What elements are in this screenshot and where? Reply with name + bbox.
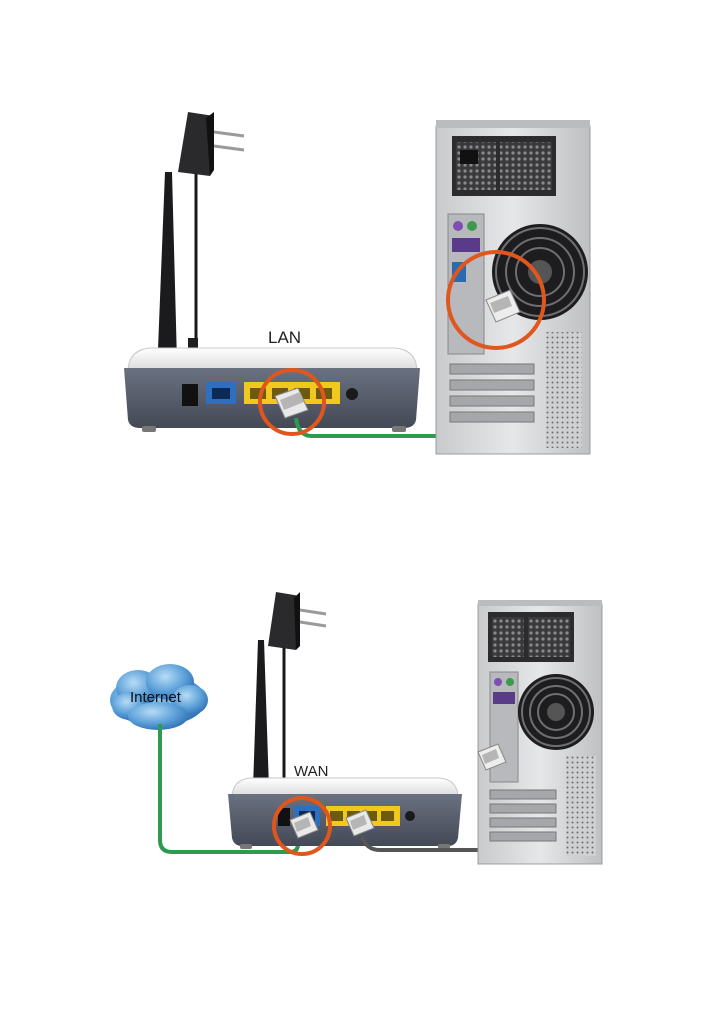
diagram-lan: LAN: [124, 112, 590, 454]
internet-label: Internet: [130, 689, 182, 706]
router-icon: [228, 778, 462, 849]
computer-tower-icon: [478, 600, 602, 864]
computer-tower-icon: [436, 120, 590, 454]
power-adapter-icon: [178, 112, 244, 368]
diagram-wan: Internet: [110, 592, 602, 864]
lan-port-label: LAN: [268, 328, 301, 347]
wan-port-label: WAN: [294, 763, 328, 780]
router-icon: [124, 348, 420, 432]
